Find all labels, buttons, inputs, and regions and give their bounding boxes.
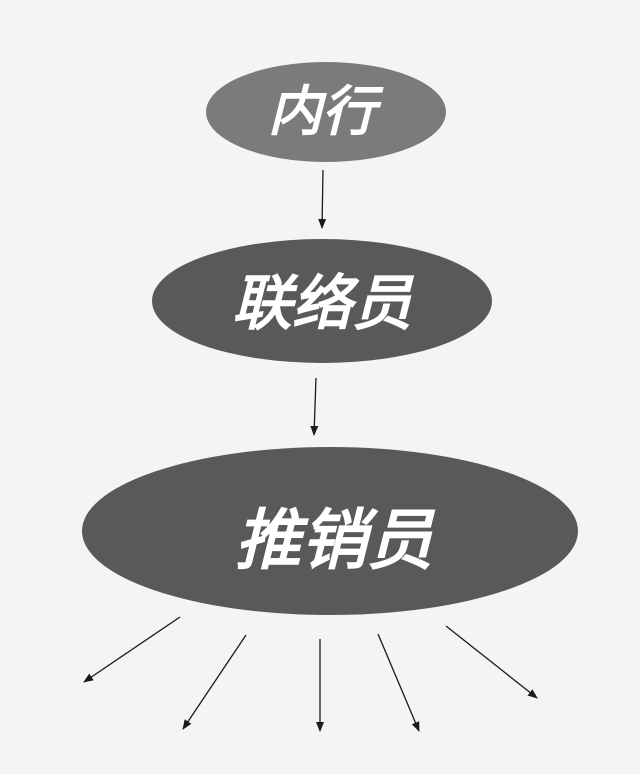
node-salesman-label: 推销员: [235, 502, 436, 579]
node-insider-shape: [206, 62, 446, 162]
arrow-insider-to-liaison: [318, 169, 327, 229]
node-salesman-shape: [82, 447, 578, 615]
fan-arrow-2: [182, 634, 247, 730]
node-liaison: 联络员: [152, 239, 492, 363]
node-liaison-label: 联络员: [232, 269, 415, 339]
edge-liaison-to-salesman: [310, 377, 319, 436]
node-insider-label: 内行: [268, 80, 384, 143]
node-insider: 内行: [206, 62, 446, 162]
fan-arrow-5: [445, 625, 538, 699]
node-salesman: 推销员: [82, 447, 578, 615]
fan-arrow-1: [83, 616, 181, 683]
arrow-liaison-to-salesman: [310, 377, 319, 436]
node-liaison-shape: [152, 239, 492, 363]
fan-arrow-4: [377, 633, 420, 732]
edge-insider-to-liaison: [318, 169, 327, 229]
fan-out-arrows: [83, 616, 538, 732]
